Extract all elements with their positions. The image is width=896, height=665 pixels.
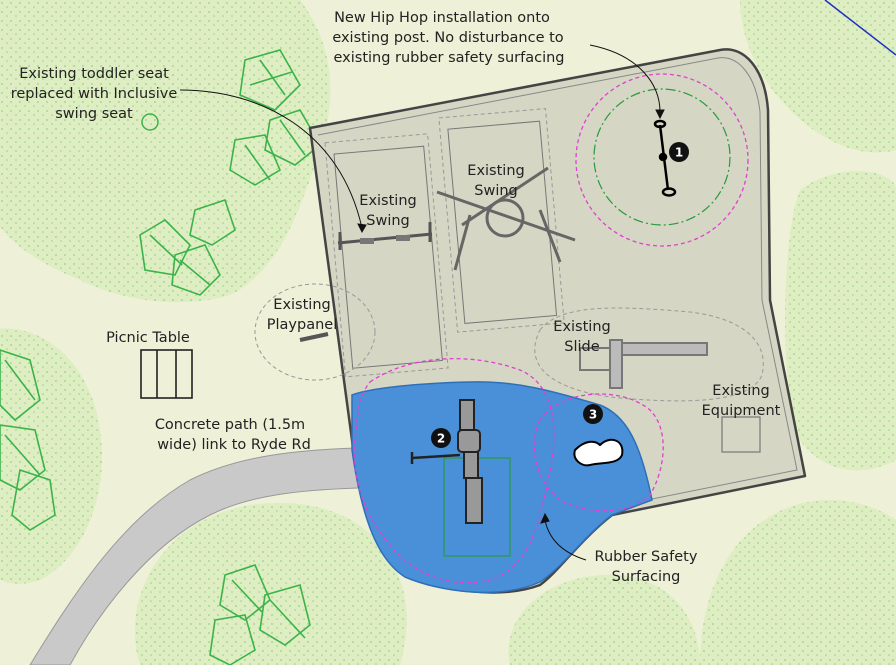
label-rubber: Rubber Safety Surfacing xyxy=(595,549,698,585)
leader-arrows xyxy=(179,44,665,561)
label-equipment: Existing Equipment xyxy=(702,383,781,419)
swing-left-icon xyxy=(337,222,433,250)
label-toddler-line2: replaced with Inclusive xyxy=(11,86,178,102)
zone-3-boundary xyxy=(533,393,664,512)
rubber-safety-surfacing xyxy=(351,381,653,594)
leader-rubber xyxy=(544,519,587,561)
leader-hiphop xyxy=(589,44,661,113)
hiphop-zone-inner xyxy=(593,88,731,226)
swing-seat-marker xyxy=(141,113,159,131)
svg-text:Equipment: Equipment xyxy=(702,403,781,419)
playpanel-zone xyxy=(254,283,376,381)
swing-center-icon xyxy=(436,166,576,271)
label-swing-center: Existing Swing xyxy=(467,163,524,199)
svg-text:Slide: Slide xyxy=(564,339,599,355)
label-slide: Existing Slide xyxy=(553,319,610,355)
svg-text:Existing: Existing xyxy=(273,297,330,313)
equipment-3-icon xyxy=(573,438,624,467)
slide-icon xyxy=(579,339,708,389)
playpanel-icon xyxy=(299,332,329,342)
svg-text:Existing: Existing xyxy=(553,319,610,335)
svg-text:Swing: Swing xyxy=(366,213,410,229)
zone-2-boundary xyxy=(353,358,555,584)
label-playpanel: Existing Playpanel xyxy=(267,297,337,333)
label-toddler-line3: swing seat xyxy=(55,106,133,122)
label-hiphop-line3: existing rubber safety surfacing xyxy=(333,50,564,66)
svg-text:Existing: Existing xyxy=(359,193,416,209)
hiphop-icon xyxy=(653,119,677,197)
label-hiphop: New Hip Hop installation onto existing p… xyxy=(332,10,564,66)
label-path: Concrete path (1.5m wide) link to Ryde R… xyxy=(155,417,311,453)
label-toddler-line1: Existing toddler seat xyxy=(19,66,169,82)
svg-text:Concrete path (1.5m: Concrete path (1.5m xyxy=(155,417,305,433)
marker-1: 1 xyxy=(669,142,689,162)
svg-text:Existing: Existing xyxy=(467,163,524,179)
svg-text:3: 3 xyxy=(589,408,597,422)
boundary-line xyxy=(824,0,896,56)
swing-left-area xyxy=(324,108,565,378)
equipment-2-icon xyxy=(410,399,483,524)
label-picnic-table: Picnic Table xyxy=(106,330,190,346)
svg-text:wide) link to Ryde Rd: wide) link to Ryde Rd xyxy=(157,437,311,453)
svg-text:1: 1 xyxy=(675,146,683,160)
leader-toddler xyxy=(179,89,363,229)
label-swing-left: Existing Swing xyxy=(359,193,416,229)
svg-text:Swing: Swing xyxy=(474,183,518,199)
svg-text:Existing: Existing xyxy=(712,383,769,399)
hiphop-zone-outer xyxy=(575,73,749,247)
marker-2: 2 xyxy=(431,428,451,448)
label-toddler: Existing toddler seat replaced with Incl… xyxy=(11,66,178,122)
svg-text:Rubber Safety: Rubber Safety xyxy=(595,549,698,565)
label-hiphop-line2: existing post. No disturbance to xyxy=(332,30,563,46)
svg-text:Surfacing: Surfacing xyxy=(612,569,681,585)
marker-3: 3 xyxy=(583,404,603,424)
label-hiphop-line1: New Hip Hop installation onto xyxy=(334,10,550,26)
svg-text:Playpanel: Playpanel xyxy=(267,317,337,333)
picnic-table xyxy=(140,349,193,399)
existing-equipment-box xyxy=(721,416,761,453)
svg-text:2: 2 xyxy=(437,432,445,446)
